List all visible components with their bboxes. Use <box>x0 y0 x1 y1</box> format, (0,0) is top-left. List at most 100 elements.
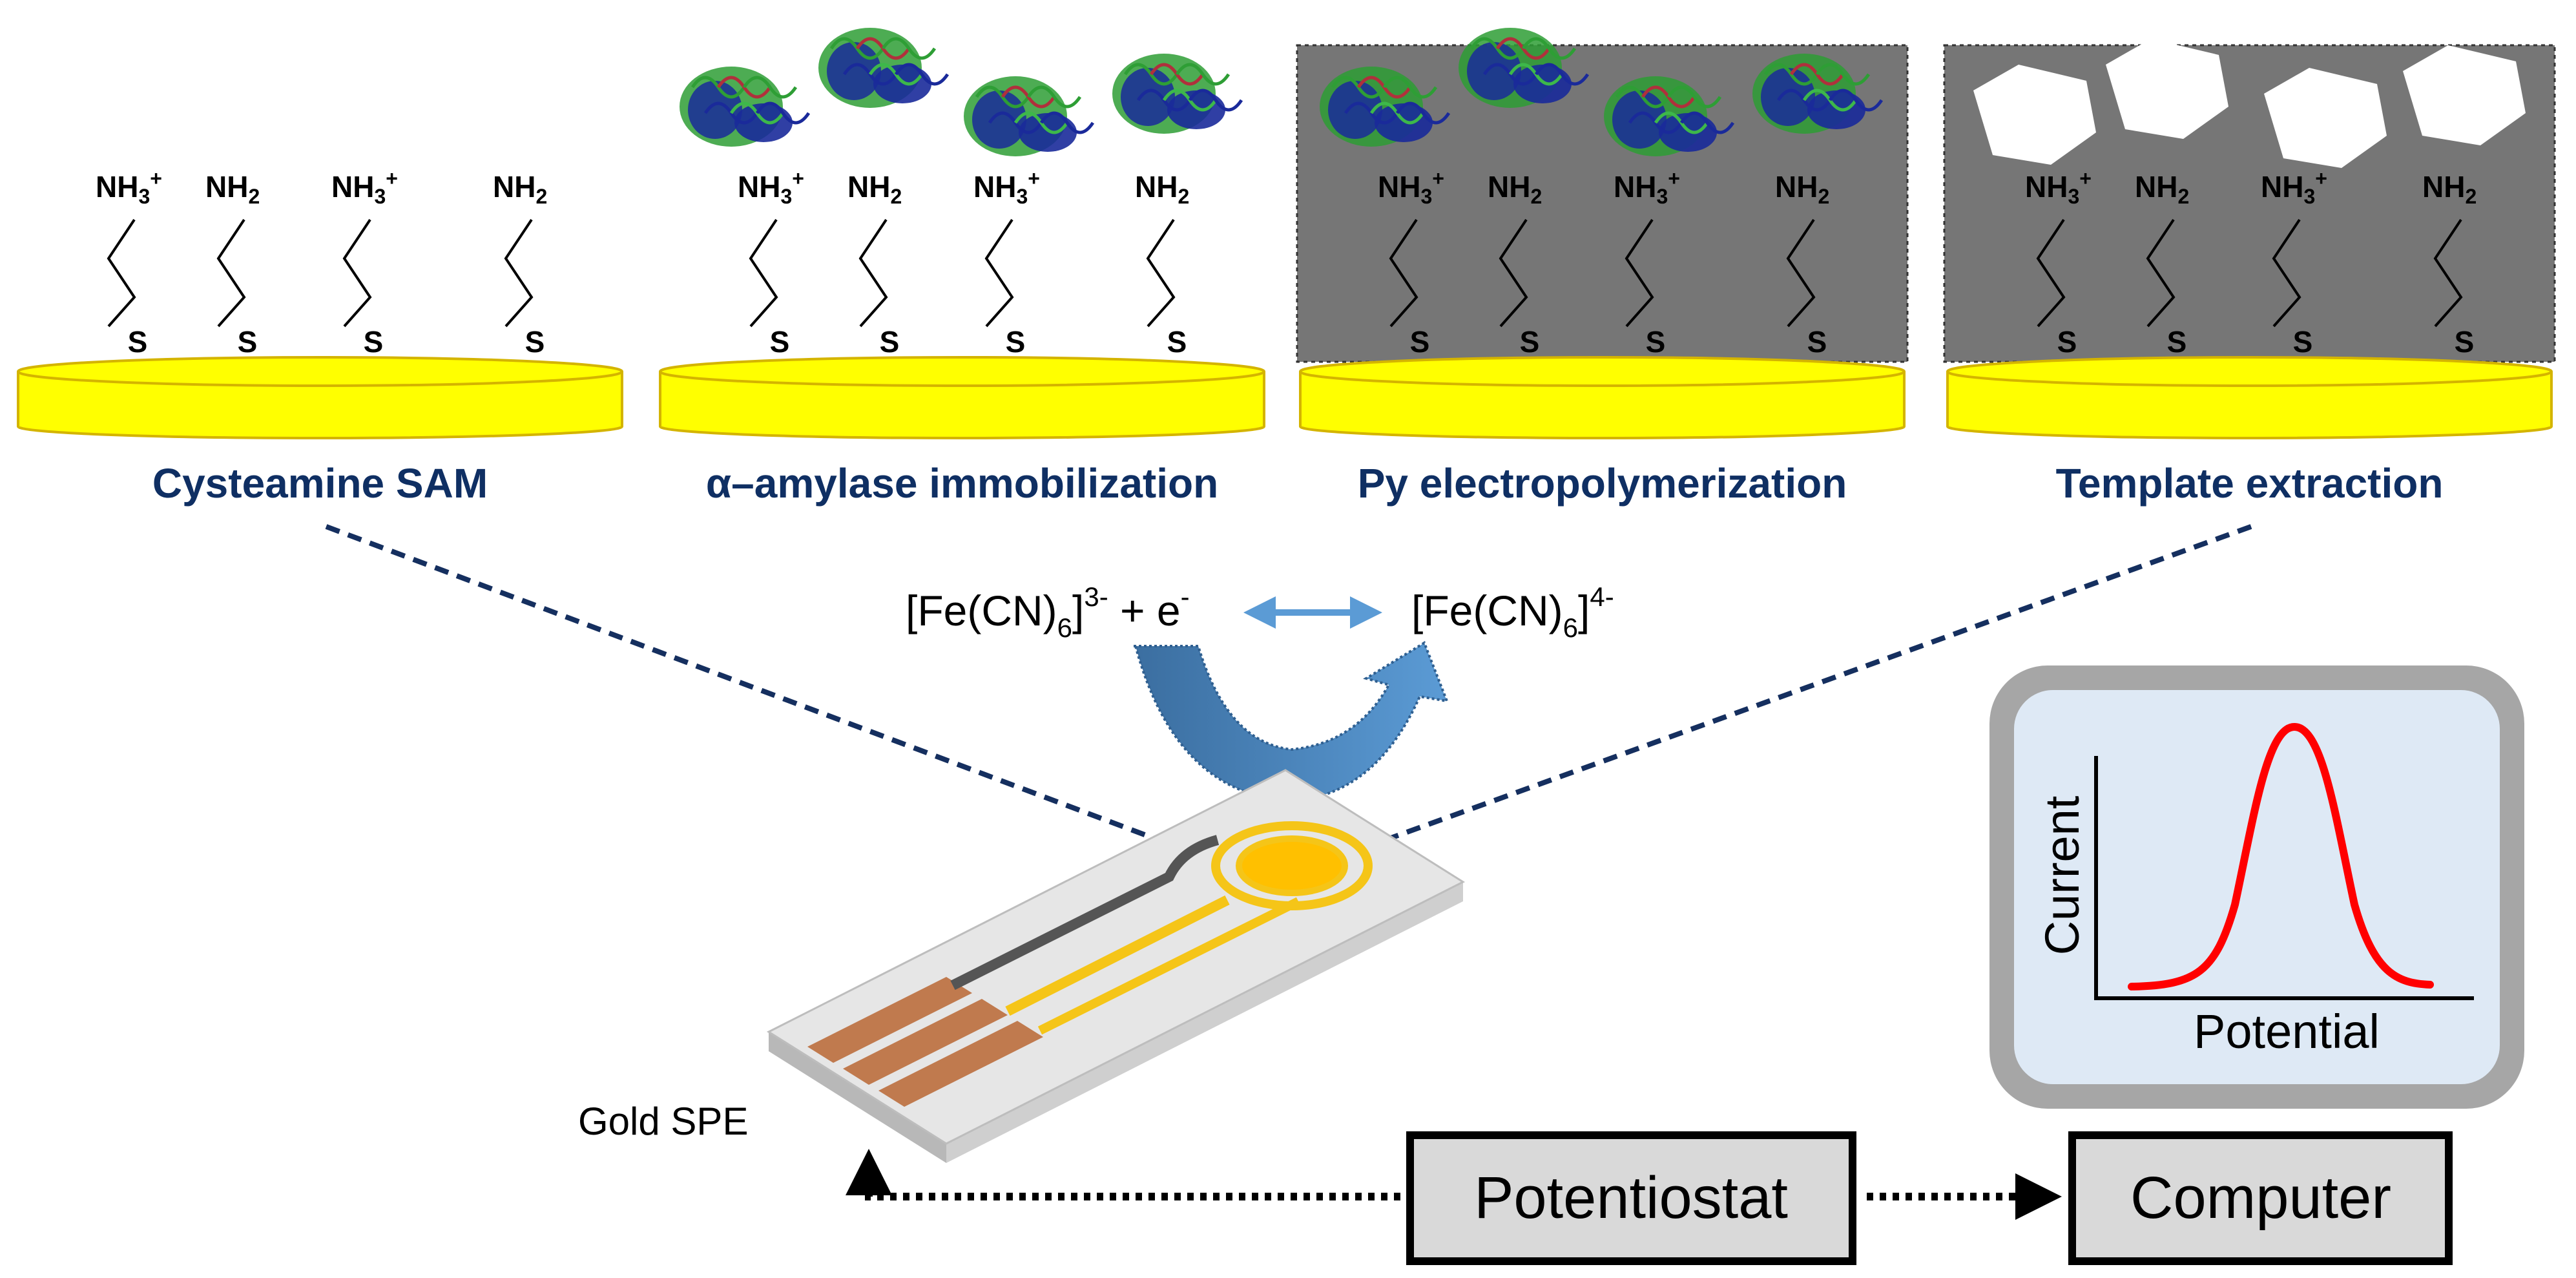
connection-arrow-electrode <box>846 1149 1400 1200</box>
cysteamine-molecule: S NH2 <box>205 170 260 359</box>
amine-group: NH2 <box>2422 170 2477 208</box>
cysteamine-molecule: S NH3+ <box>1614 167 1680 359</box>
gold-spe <box>766 769 1466 1163</box>
imprinted-cavity <box>2264 68 2387 168</box>
cysteamine-molecule: S NH2 <box>847 170 902 359</box>
working-electrode <box>1236 835 1348 896</box>
alpha-amylase-protein <box>1459 28 1590 108</box>
sulfur-atom: S <box>2057 325 2077 359</box>
cysteamine-molecule: S NH2 <box>2135 170 2189 359</box>
potentiostat-label: Potentiostat <box>1474 1165 1788 1231</box>
amine-group: NH2 <box>1488 170 1542 208</box>
oxidized-species: [Fe(CN)6]3- + e- <box>906 581 1190 643</box>
y-axis-label: Current <box>2035 795 2089 955</box>
ammonium-group: NH3+ <box>973 167 1040 208</box>
alpha-amylase-protein <box>680 67 811 147</box>
sulfur-atom: S <box>2455 325 2475 359</box>
ammonium-group: NH3+ <box>1614 167 1680 208</box>
cysteamine-molecule: S NH2 <box>2422 170 2477 359</box>
cysteamine-molecule: S NH3+ <box>1378 167 1444 359</box>
sulfur-atom: S <box>128 325 148 359</box>
sulfur-atom: S <box>1006 325 1026 359</box>
step-title: Cysteamine SAM <box>152 460 488 507</box>
cysteamine-molecule: S NH2 <box>1488 170 1542 359</box>
cysteamine-molecule: S NH3+ <box>973 167 1040 359</box>
cysteamine-molecule: S NH3+ <box>738 167 804 359</box>
step-title: α–amylase immobilization <box>706 460 1218 507</box>
sulfur-atom: S <box>1520 325 1540 359</box>
alpha-amylase-protein <box>1604 76 1735 156</box>
voltammogram-monitor: Potential Current <box>1989 665 2524 1109</box>
potentiostat-box[interactable]: Potentiostat <box>1406 1131 1856 1265</box>
ammonium-group: NH3+ <box>2261 167 2327 208</box>
redox-reaction: [Fe(CN)6]3- + e- [Fe(CN)6]4- <box>906 581 1614 803</box>
imprinted-cavity <box>1973 65 2096 165</box>
step-title: Py electropolymerization <box>1358 460 1847 507</box>
contact-pad <box>878 1021 1043 1107</box>
zoom-line-left <box>325 524 1203 859</box>
gold-electrode-disk <box>1299 356 1906 439</box>
amine-group: NH2 <box>1775 170 1829 208</box>
sulfur-atom: S <box>525 325 545 359</box>
alpha-amylase-protein <box>1752 54 1884 134</box>
amine-group: NH2 <box>1135 170 1189 208</box>
cysteamine-molecule: S NH3+ <box>96 167 162 359</box>
cysteamine-molecule: S NH3+ <box>2025 167 2092 359</box>
alpha-amylase-protein <box>1112 54 1243 134</box>
amine-group: NH2 <box>205 170 260 208</box>
ammonium-group: NH3+ <box>1378 167 1444 208</box>
cysteamine-molecule: S NH2 <box>1135 170 1189 359</box>
alpha-amylase-protein <box>1320 67 1451 147</box>
cysteamine-molecule: S NH3+ <box>2261 167 2327 359</box>
computer-box[interactable]: Computer <box>2068 1131 2453 1265</box>
computer-label: Computer <box>2130 1165 2391 1231</box>
amine-group: NH2 <box>493 170 547 208</box>
imprinted-cavity <box>2106 39 2228 139</box>
reference-track <box>950 835 1220 990</box>
gold-electrode-disk <box>659 356 1265 439</box>
sulfur-atom: S <box>2167 325 2187 359</box>
counter-electrode <box>1211 821 1373 910</box>
contact-pad <box>807 977 972 1063</box>
sulfur-atom: S <box>1646 325 1666 359</box>
contact-pad <box>843 999 1008 1085</box>
reduced-species: [Fe(CN)6]4- <box>1411 581 1614 643</box>
alpha-amylase-protein <box>964 76 1095 156</box>
cysteamine-molecule: S NH2 <box>1775 170 1829 359</box>
sulfur-atom: S <box>1410 325 1430 359</box>
sulfur-atom: S <box>1167 325 1187 359</box>
electrode-front <box>946 882 1463 1163</box>
electrode-label: Gold SPE <box>578 1100 748 1143</box>
zoom-line-right <box>1352 524 2252 854</box>
imprinted-cavity <box>2403 45 2526 145</box>
step-title: Template extraction <box>2056 460 2444 507</box>
gold-electrode-disk <box>17 356 623 439</box>
peak-curve <box>2128 722 2434 990</box>
sulfur-atom: S <box>1807 325 1827 359</box>
cysteamine-molecule: S NH2 <box>493 170 547 359</box>
counter-track <box>1037 897 1301 1035</box>
gold-electrode-disk <box>1946 356 2553 439</box>
sulfur-atom: S <box>364 325 384 359</box>
sulfur-atom: S <box>770 325 790 359</box>
working-track <box>1005 895 1230 1016</box>
ammonium-group: NH3+ <box>96 167 162 208</box>
ammonium-group: NH3+ <box>738 167 804 208</box>
sulfur-atom: S <box>238 325 258 359</box>
sulfur-atom: S <box>2293 325 2313 359</box>
amine-group: NH2 <box>2135 170 2189 208</box>
electron-transfer-arrow <box>1134 641 1449 803</box>
amine-group: NH2 <box>847 170 902 208</box>
sulfur-atom: S <box>880 325 900 359</box>
ammonium-group: NH3+ <box>2025 167 2092 208</box>
x-axis-label: Potential <box>2194 1005 2380 1058</box>
electrode-side <box>769 1032 946 1163</box>
alpha-amylase-protein <box>818 28 950 108</box>
